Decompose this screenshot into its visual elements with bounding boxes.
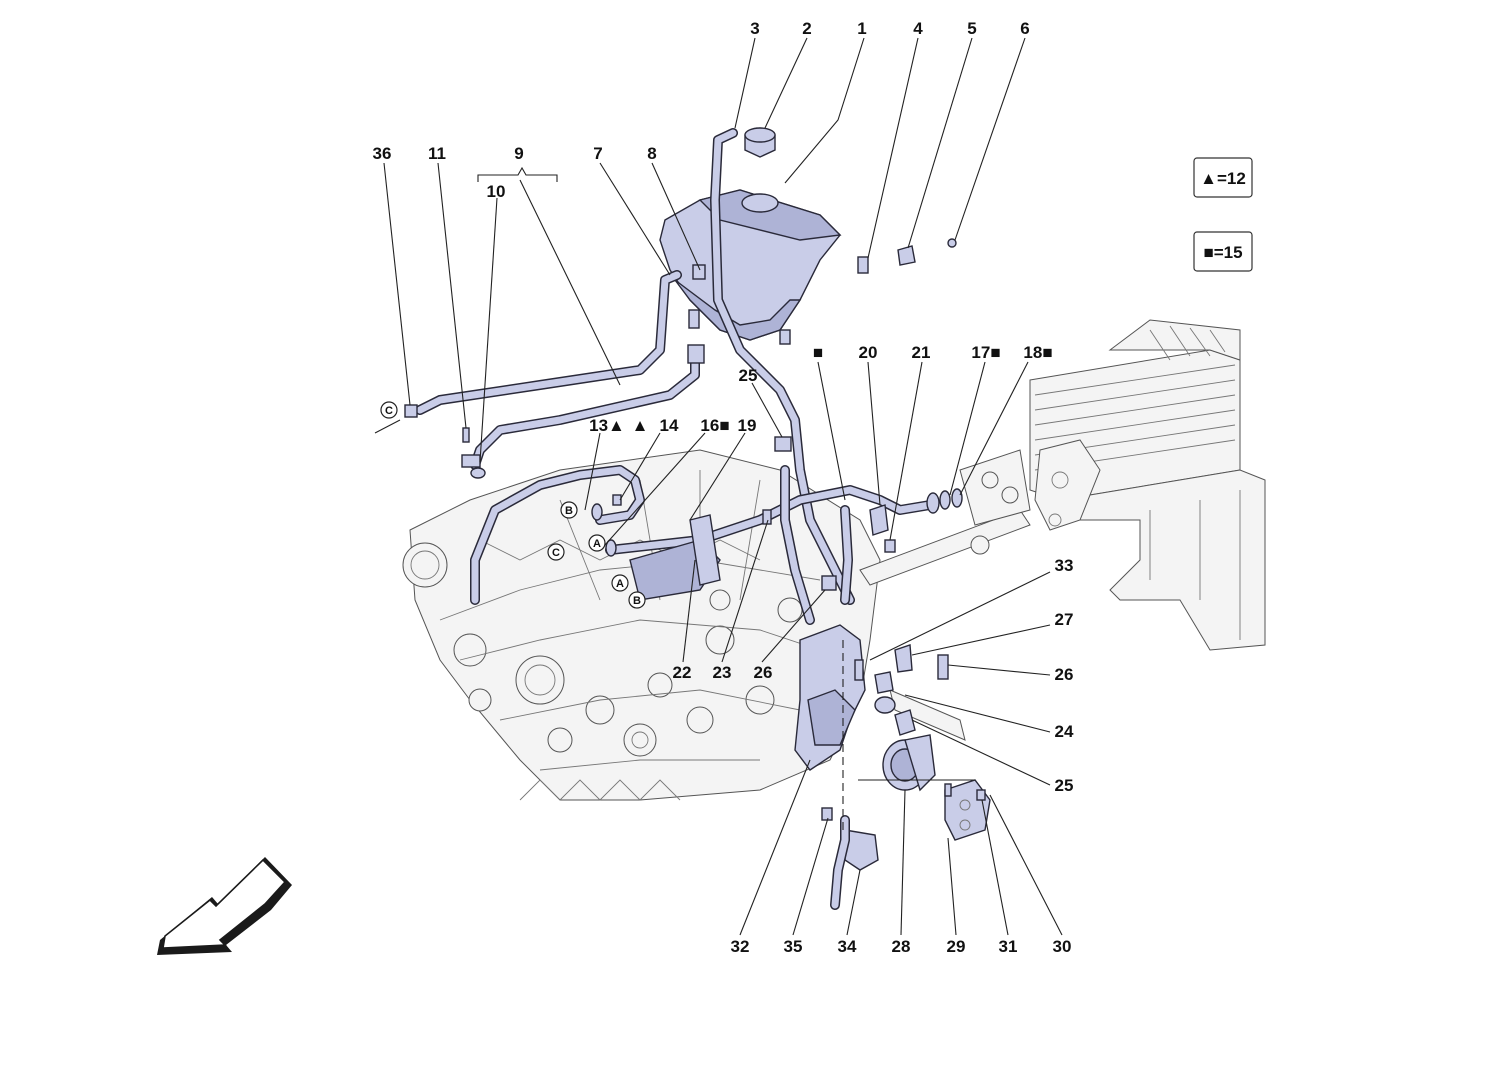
callout-20: 20 <box>859 343 878 362</box>
callout-10: 10 <box>487 182 506 201</box>
callout-4: 4 <box>913 19 923 38</box>
svg-text:A: A <box>593 538 601 550</box>
bracket-34 <box>821 807 879 910</box>
callout-6: 6 <box>1020 19 1029 38</box>
leader-lines <box>383 37 1063 936</box>
hose-13-14 <box>470 465 645 605</box>
o-rings <box>926 488 963 514</box>
callout-16: 16■ <box>700 416 729 435</box>
pump-28 <box>882 734 936 792</box>
callout-5: 5 <box>967 19 976 38</box>
tank-cap <box>744 127 776 158</box>
expansion-tank <box>659 189 842 345</box>
callout-9: 9 <box>514 144 523 163</box>
callout-31: 31 <box>999 937 1018 956</box>
callout-square-top: ■ <box>813 343 823 362</box>
callout-25-right: 25 <box>1055 776 1074 795</box>
callout-22: 22 <box>673 663 692 682</box>
ref-a-marker-1: A <box>588 534 606 552</box>
fittings-4-5-6 <box>857 238 957 274</box>
callout-26-right: 26 <box>1055 665 1074 684</box>
ref-c-marker: C <box>374 401 401 434</box>
svg-text:■=15: ■=15 <box>1203 243 1242 262</box>
group-brace-9 <box>477 166 558 182</box>
callout-11: 11 <box>428 144 446 163</box>
callout-30: 30 <box>1053 937 1072 956</box>
direction-arrow-icon <box>157 857 292 955</box>
fittings <box>854 504 949 736</box>
callout-33: 33 <box>1055 556 1074 575</box>
ref-a-marker-2: A <box>611 574 629 592</box>
callout-32: 32 <box>731 937 750 956</box>
reference-markers: C B C A A B <box>374 401 646 609</box>
hose-7-9 <box>404 270 705 470</box>
svg-text:A: A <box>616 578 624 590</box>
callout-28: 28 <box>892 937 911 956</box>
callout-36: 36 <box>373 144 392 163</box>
svg-text:B: B <box>633 595 641 607</box>
svg-text:C: C <box>552 547 560 559</box>
callout-34: 34 <box>838 937 857 956</box>
callout-8: 8 <box>647 144 656 163</box>
callout-26-left: 26 <box>754 663 773 682</box>
callout-18: 18■ <box>1023 343 1052 362</box>
legend-square: ■=15 <box>1193 231 1253 272</box>
callout-19: 19 <box>738 416 757 435</box>
callout-17: 17■ <box>971 343 1000 362</box>
callout-25-top: 25 <box>739 366 758 385</box>
callout-23: 23 <box>713 663 732 682</box>
ref-b-marker-1: B <box>560 501 578 519</box>
ref-b-marker-2: B <box>628 591 646 609</box>
callout-3: 3 <box>750 19 759 38</box>
callout-1: 1 <box>857 19 866 38</box>
callout-29: 29 <box>947 937 966 956</box>
bracket-29 <box>944 779 991 841</box>
coolant-pipe-right <box>859 449 1031 741</box>
svg-text:▲=12: ▲=12 <box>1200 169 1246 188</box>
callout-2: 2 <box>802 19 811 38</box>
callout-21: 21 <box>912 343 931 362</box>
heat-exchanger <box>1029 319 1266 651</box>
callout-13-triangle: ▲ <box>632 416 649 435</box>
callout-14: 14 <box>660 416 679 435</box>
svg-text:C: C <box>385 405 393 417</box>
bolts-left <box>462 427 772 557</box>
callout-27: 27 <box>1055 610 1074 629</box>
legend-triangle: ▲=12 <box>1193 157 1253 198</box>
callout-35: 35 <box>784 937 803 956</box>
pipe-25-manifold-32 <box>774 436 866 771</box>
callout-7: 7 <box>593 144 602 163</box>
callout-24: 24 <box>1055 722 1074 741</box>
callout-13: 13▲ <box>589 416 625 435</box>
svg-text:B: B <box>565 505 573 517</box>
ref-c-marker-2: C <box>547 543 565 561</box>
callout-labels: 3 2 1 4 5 6 36 11 9 10 7 8 ■ 20 21 17■ 1… <box>373 19 1074 956</box>
pipe-16-19 <box>605 485 935 601</box>
